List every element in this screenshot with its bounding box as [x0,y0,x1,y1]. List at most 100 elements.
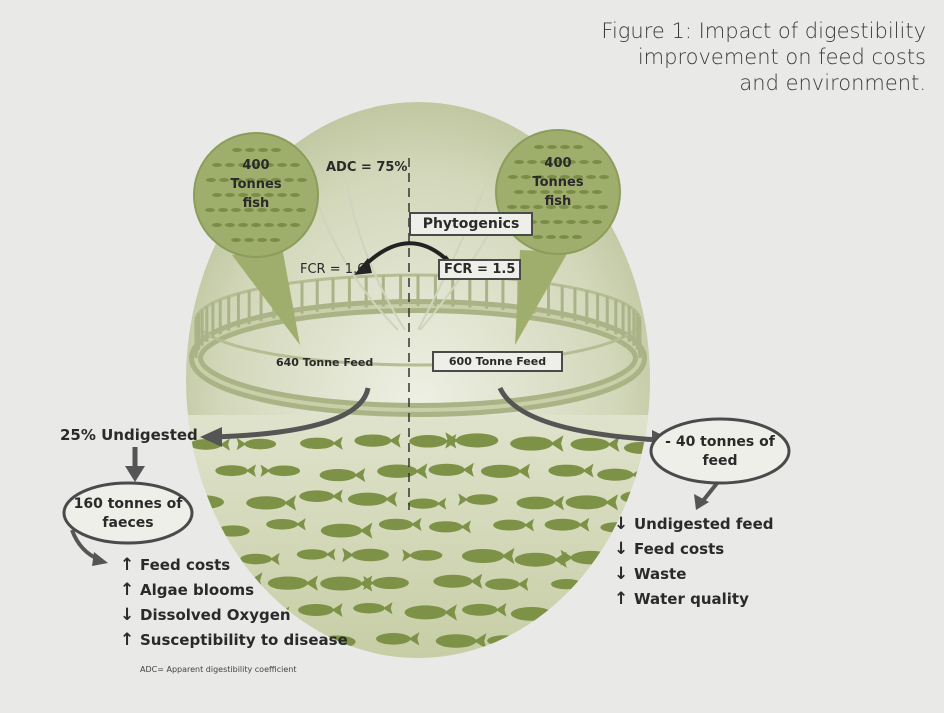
fish-icon [547,175,557,179]
fish-icon [244,208,254,212]
fish-icon [540,160,550,164]
figure-caption: Figure 1: Impact of digestibility improv… [601,19,926,95]
effect-text: Algae blooms [140,581,255,599]
fish-icon [461,547,515,565]
fish-icon [560,145,570,149]
fish-icon [277,163,287,167]
fish-icon [299,489,343,503]
fish-icon [573,145,583,149]
fish-icon [212,193,222,197]
fish-icon [212,223,222,227]
fish-icon [238,163,248,167]
right-effects-list: ↓ Undigested feed ↓Feed costs ↓Waste ↑ Wat… [614,512,774,612]
fish-icon [560,175,570,179]
left-feed-arrow [214,387,371,440]
fish-icon [592,190,602,194]
saving-arrow [700,480,720,504]
faeces-text: 160 tonnes of faeces [64,495,192,533]
fish-icon [270,238,280,242]
left-fish-unit: Tonnes [230,177,282,192]
fish-icon [600,634,641,647]
right-fish-type: fish [544,194,572,209]
right-effect-item: ↓Feed costs [614,537,774,562]
fish-icon [244,238,254,242]
fish-icon [514,190,524,194]
fish-icon [572,235,582,239]
effect-arrow-icon: ↑ [614,589,629,609]
right-effect-item: ↑ Water quality [614,587,774,612]
fish-icon [553,190,563,194]
fish-icon [623,441,650,454]
fish-icon [246,495,297,511]
fish-icon [342,547,389,563]
fish-icon [534,145,544,149]
faeces-oval [62,481,194,545]
fish-icon [270,208,280,212]
left-effects-list: ↑Feed costs ↑Algae blooms ↓Dissolved Oxy… [120,553,348,653]
fish-icon [559,235,569,239]
effect-text: Water quality [634,590,749,608]
fish-icon [225,193,235,197]
fish-icon [572,205,582,209]
fish-icon [592,220,602,224]
fish-icon [540,190,550,194]
fish-icon [407,497,447,510]
fish-icon [549,634,593,648]
effect-text: Susceptibility to disease [140,631,348,649]
effect-arrow-icon: ↓ [120,605,135,625]
fish-icon [296,208,306,212]
saving-line2: feed [702,453,738,469]
fish-icon [559,205,569,209]
effect-arrow-icon: ↑ [120,555,135,575]
fcr-right-box: FCR = 1.5 [438,259,522,280]
fish-icon [428,462,474,477]
fish-icon [579,190,589,194]
undigested-label: 25% Undigested [60,426,198,444]
saving-line1: - 40 tonnes of [665,434,775,450]
fish-icon [260,464,301,477]
fish-icon [566,220,576,224]
fish-icon [319,467,366,483]
fish-icon [566,160,576,164]
fish-icon [402,549,443,562]
fish-icon [544,517,590,532]
fish-icon [267,575,318,591]
effect-text: Undigested feed [634,515,774,533]
fish-icon [462,602,507,617]
fish-icon [290,223,300,227]
fish-icon [257,208,267,212]
right-fish-unit: Tonnes [532,175,584,190]
effect-arrow-icon: ↓ [614,539,629,559]
fish-icon [354,433,401,448]
effect-text: Feed costs [140,556,231,574]
fish-icon [240,552,280,566]
right-fish-label: 400 Tonnes fish [518,154,598,211]
left-effect-item: ↑Algae blooms [120,578,348,603]
fish-icon [347,491,398,507]
fish-icon [238,223,248,227]
right-effect-item: ↓Waste [614,562,774,587]
fish-icon [284,178,294,182]
fish-icon [570,436,620,452]
fish-icon [297,603,343,617]
fish-icon [277,193,287,197]
fish-icon [219,178,229,182]
fish-icon [225,163,235,167]
fish-icon [553,160,563,164]
left-fish-qty: 400 [242,158,270,173]
fish-icon [363,575,409,591]
fish-icon [433,573,483,589]
fish-icon [533,205,543,209]
right-feed-arrow [497,386,661,443]
fish-icon [232,178,242,182]
fish-icon [480,463,530,479]
feed-left-label: 640 Tonne Feed [276,356,374,369]
fish-icon [565,494,618,511]
saving-oval [649,417,791,485]
fish-icon [212,163,222,167]
fish-icon [546,235,556,239]
fish-icon [238,193,248,197]
fish-icon [297,178,307,182]
fish-icon [205,208,215,212]
